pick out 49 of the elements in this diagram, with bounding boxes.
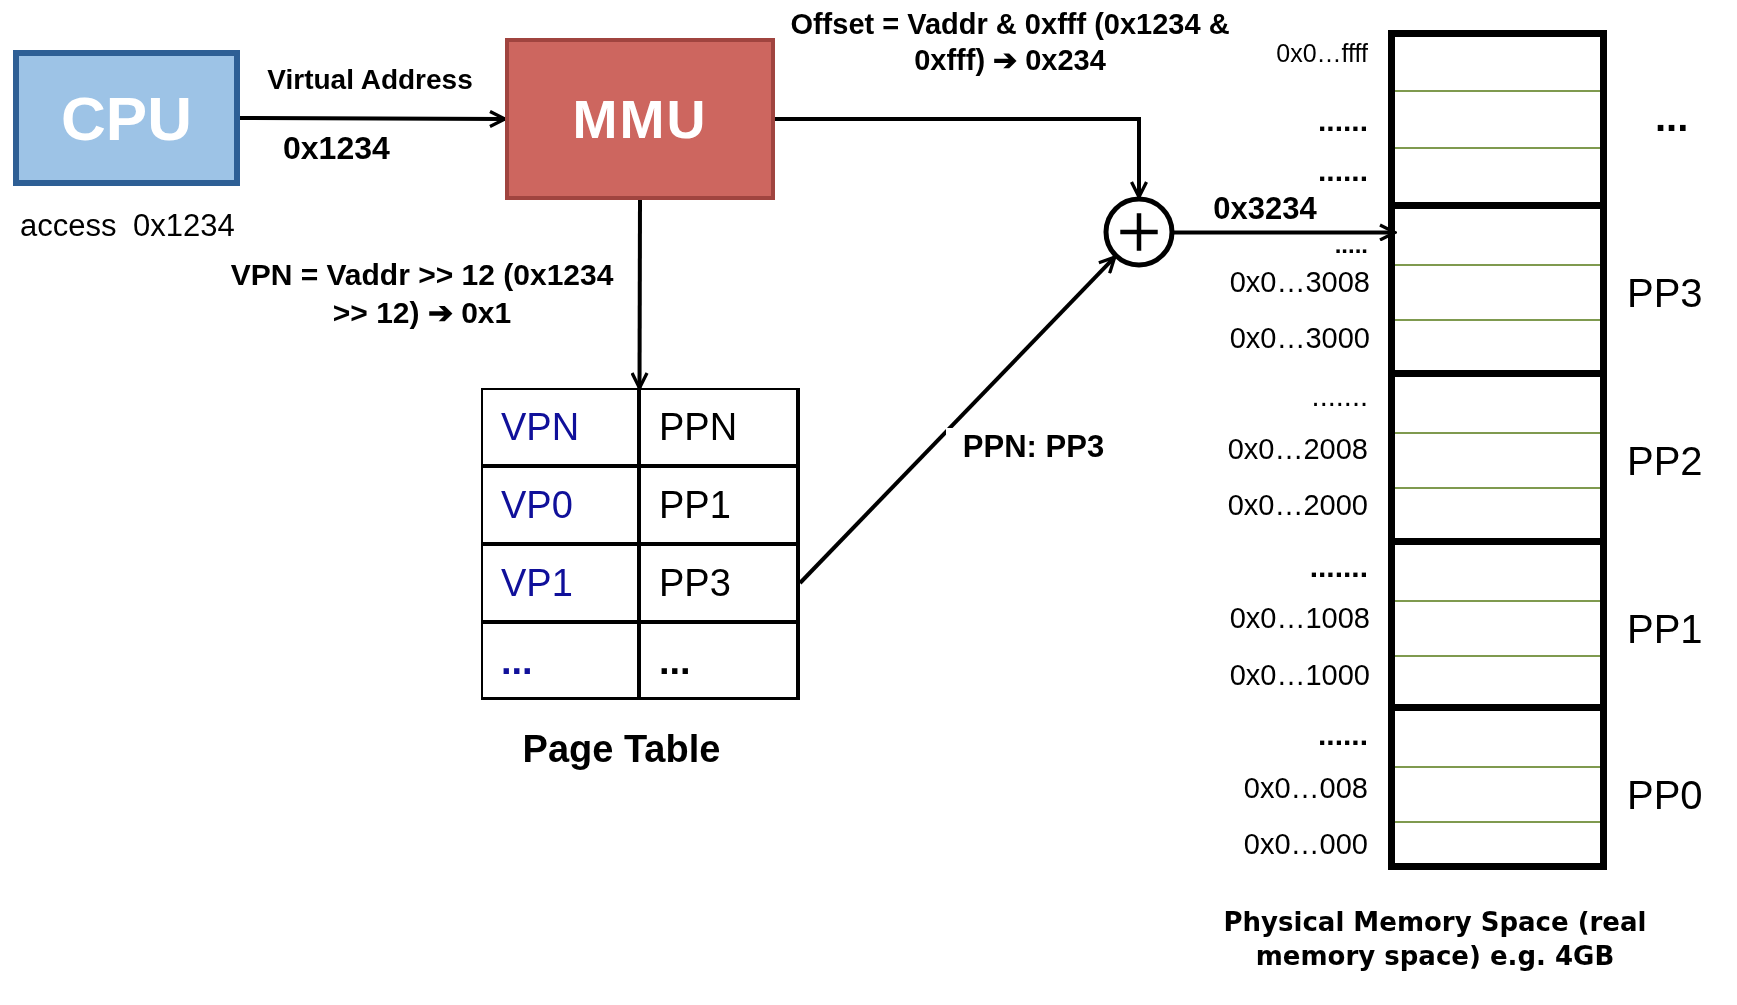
page-label: PP2 [1627,439,1703,484]
address-label: 0x0…3008 [1229,268,1370,298]
node-label: VPN [501,405,580,449]
address-label: 0x0…ffff [1276,41,1368,67]
address-label: 0x0…1000 [1229,661,1370,691]
address-label: 0x0…1008 [1229,604,1370,634]
table-cell [481,466,639,544]
table-cell [639,466,800,544]
address-label: ...... [1318,105,1368,136]
address-label: 0x0…2000 [1227,491,1368,521]
address-label: 0x0…000 [1243,830,1368,860]
address-label: ....... [1309,551,1368,582]
node-label: PP1 [659,483,731,527]
arrow [630,200,649,390]
mmu-box [505,38,775,200]
page-label: PP1 [1627,607,1703,652]
node-label: ... [659,639,691,683]
memory-caption: Physical Memory Space (real memory space) e.g. 4GB [1222,906,1648,973]
address-value: 0x1234 [283,132,390,164]
table-cell [639,622,800,700]
arrow [240,109,507,129]
node-label: PPN [659,405,738,449]
table-cell [481,544,639,622]
address-label: ....... [1311,382,1368,412]
table-caption: Page Table [521,728,722,771]
address-label: ..... [1334,232,1368,257]
address-label: ...... [1318,719,1368,750]
address-label: ...... [1318,155,1368,186]
node-label: PP3 [659,561,731,605]
arrow [775,117,1149,199]
arrow [1174,223,1397,242]
address-label: 0x0…3000 [1229,324,1370,354]
node-note: access 0x1234 [20,208,235,244]
node-label: ... [501,639,533,683]
table-cell [639,388,800,466]
sum-circle [1103,196,1175,268]
table-cell [481,388,639,466]
node-label: VP0 [501,483,573,527]
node-note: ... [1655,95,1689,140]
node-label: MMU [572,88,708,150]
arrow [798,255,1117,585]
table-cell [639,544,800,622]
node-label: CPU [61,82,192,154]
address-label: 0x0…008 [1243,774,1368,804]
page-label: PP0 [1627,773,1703,818]
table-cell [481,622,639,700]
page-label: PP3 [1627,271,1703,316]
node-label: VP1 [501,561,573,605]
address-label: 0x0…2008 [1227,435,1368,465]
